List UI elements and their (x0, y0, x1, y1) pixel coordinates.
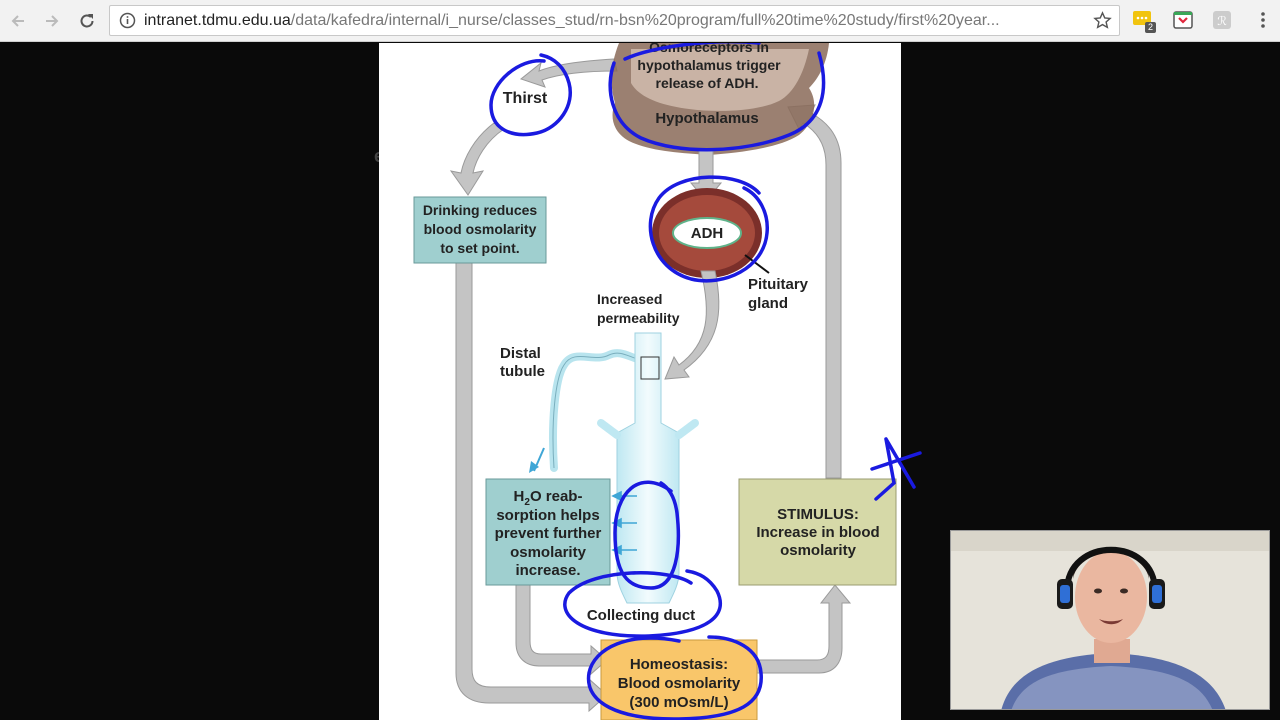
stimulus-line-2: Increase in blood (756, 524, 879, 541)
hypothalamus-label: Hypothalamus (655, 110, 758, 127)
drinking-box (413, 196, 547, 264)
star-annotation-icon (870, 437, 922, 501)
osmoreceptors-line-2: hypothalamus trigger (637, 57, 781, 73)
slide-page: Osmoreceptors in hypothalamus trigger re… (379, 43, 901, 720)
adh-label: ADH (691, 225, 724, 242)
circle-homeostasis (586, 635, 763, 720)
hypothalamus-illustration (611, 43, 829, 380)
distal-tubule-outline (552, 352, 655, 469)
reload-button[interactable] (75, 9, 99, 33)
url-text: intranet.tdmu.edu.ua/data/kafedra/intern… (144, 12, 1000, 29)
adh-feedback-diagram: Osmoreceptors in hypothalamus trigger re… (413, 43, 897, 720)
arrow-right-icon (46, 15, 59, 27)
extension-badge: 2 (1145, 22, 1157, 33)
increased-line-2: permeability (597, 310, 680, 326)
extension-gray-icon[interactable]: ℛ (1212, 10, 1232, 30)
arrow-left-icon (11, 15, 24, 27)
zoom-box (640, 356, 660, 380)
collecting-duct-label: Collecting duct (587, 607, 695, 624)
svg-text:ℛ: ℛ (1217, 14, 1227, 28)
pituitary-line-2: gland (748, 295, 788, 312)
back-button[interactable] (6, 9, 30, 33)
pen-annotations (489, 43, 826, 720)
circle-thirst (489, 53, 572, 137)
browser-menu-button[interactable] (1253, 10, 1273, 30)
webcam-overlay (950, 530, 1270, 710)
h2o-line-4: osmolarity (510, 544, 587, 561)
address-bar[interactable]: intranet.tdmu.edu.ua/data/kafedra/intern… (109, 5, 1120, 36)
h2o-reabsorption-box (485, 478, 611, 586)
pituitary-line-1: Pituitary (748, 276, 809, 293)
increased-line-1: Increased (597, 291, 662, 307)
distal-line-1: Distal (500, 345, 541, 362)
h2o-line-5: increase. (515, 562, 580, 579)
homeostasis-line-2: Blood osmolarity (618, 675, 741, 692)
info-icon (119, 12, 136, 29)
stimulus-line-1: STIMULUS: (777, 506, 859, 523)
reload-icon (80, 14, 94, 28)
browser-toolbar: intranet.tdmu.edu.ua/data/kafedra/intern… (0, 0, 1280, 42)
circle-collecting-label (563, 569, 723, 638)
bookmark-star-icon[interactable] (1093, 11, 1112, 30)
distal-line-2: tubule (500, 363, 545, 380)
menu-dots-icon (1261, 12, 1265, 28)
drinking-line-3: to set point. (440, 240, 519, 256)
circle-hypothalamus-top (623, 43, 761, 61)
drinking-line-2: blood osmolarity (424, 221, 537, 237)
thirst-label: Thirst (503, 90, 548, 107)
feedback-arrows (449, 58, 852, 713)
circle-adh (648, 175, 769, 283)
stimulus-line-3: osmolarity (780, 542, 857, 559)
h2o-line-3: prevent further (495, 525, 602, 542)
homeostasis-line-3: (300 mOsm/L) (629, 694, 728, 711)
extension-yellow-icon[interactable]: 2 (1133, 10, 1157, 33)
osmoreceptors-line-3: release of ADH. (656, 75, 759, 91)
pocket-extension-icon[interactable] (1173, 10, 1193, 30)
circle-collecting-duct (613, 480, 681, 590)
stimulus-box (738, 478, 897, 586)
h2o-line-1: H2O reab- (514, 488, 583, 508)
h2o-line-2: sorption helps (496, 507, 599, 524)
circle-hypothalamus (608, 51, 826, 152)
homeostasis-box (600, 639, 758, 720)
drinking-line-1: Drinking reduces (423, 202, 538, 218)
forward-button[interactable] (40, 9, 64, 33)
presenter-video-icon (951, 531, 1269, 709)
homeostasis-line-1: Homeostasis: (630, 656, 728, 673)
